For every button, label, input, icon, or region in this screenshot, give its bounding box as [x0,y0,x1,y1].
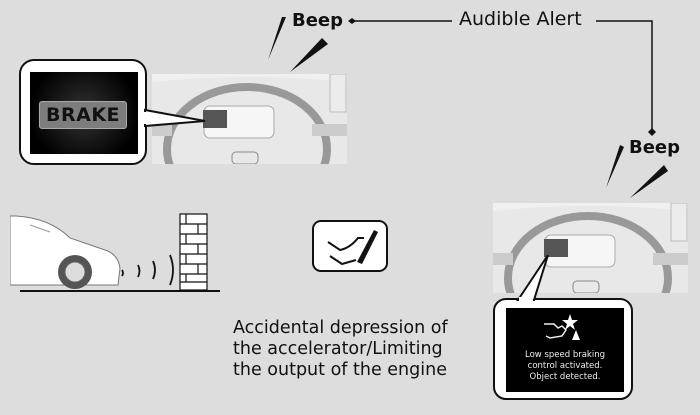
sound-mark [290,38,328,72]
beep-label-top: Beep [292,10,344,31]
connector-diamond-right [648,128,656,136]
caption-text: Accidental depression of the accelerator… [233,318,448,380]
display-message: Low speed braking control activated. Obj… [525,350,605,382]
beep-label-right: Beep [629,137,681,158]
message-display: Low speed braking control activated. Obj… [506,308,624,392]
collision-warning-icon [544,314,580,340]
sonar-waves [121,254,174,286]
sound-mark [268,17,286,60]
car-illustration [10,215,121,289]
steering-wheel-illustration [152,74,347,164]
car-scene [10,213,220,292]
brake-badge: BRAKE [39,101,128,129]
connector-diamond-left [348,18,356,24]
brake-display: BRAKE [30,72,138,154]
audible-alert-connector [352,20,653,130]
display-highlight [203,110,227,128]
audible-alert-label: Audible Alert [459,8,582,30]
display-highlight [544,239,568,257]
sound-mark [606,145,624,188]
accelerator-pedal-icon [312,220,388,272]
sound-mark [630,165,668,198]
brick-wall [179,213,208,291]
